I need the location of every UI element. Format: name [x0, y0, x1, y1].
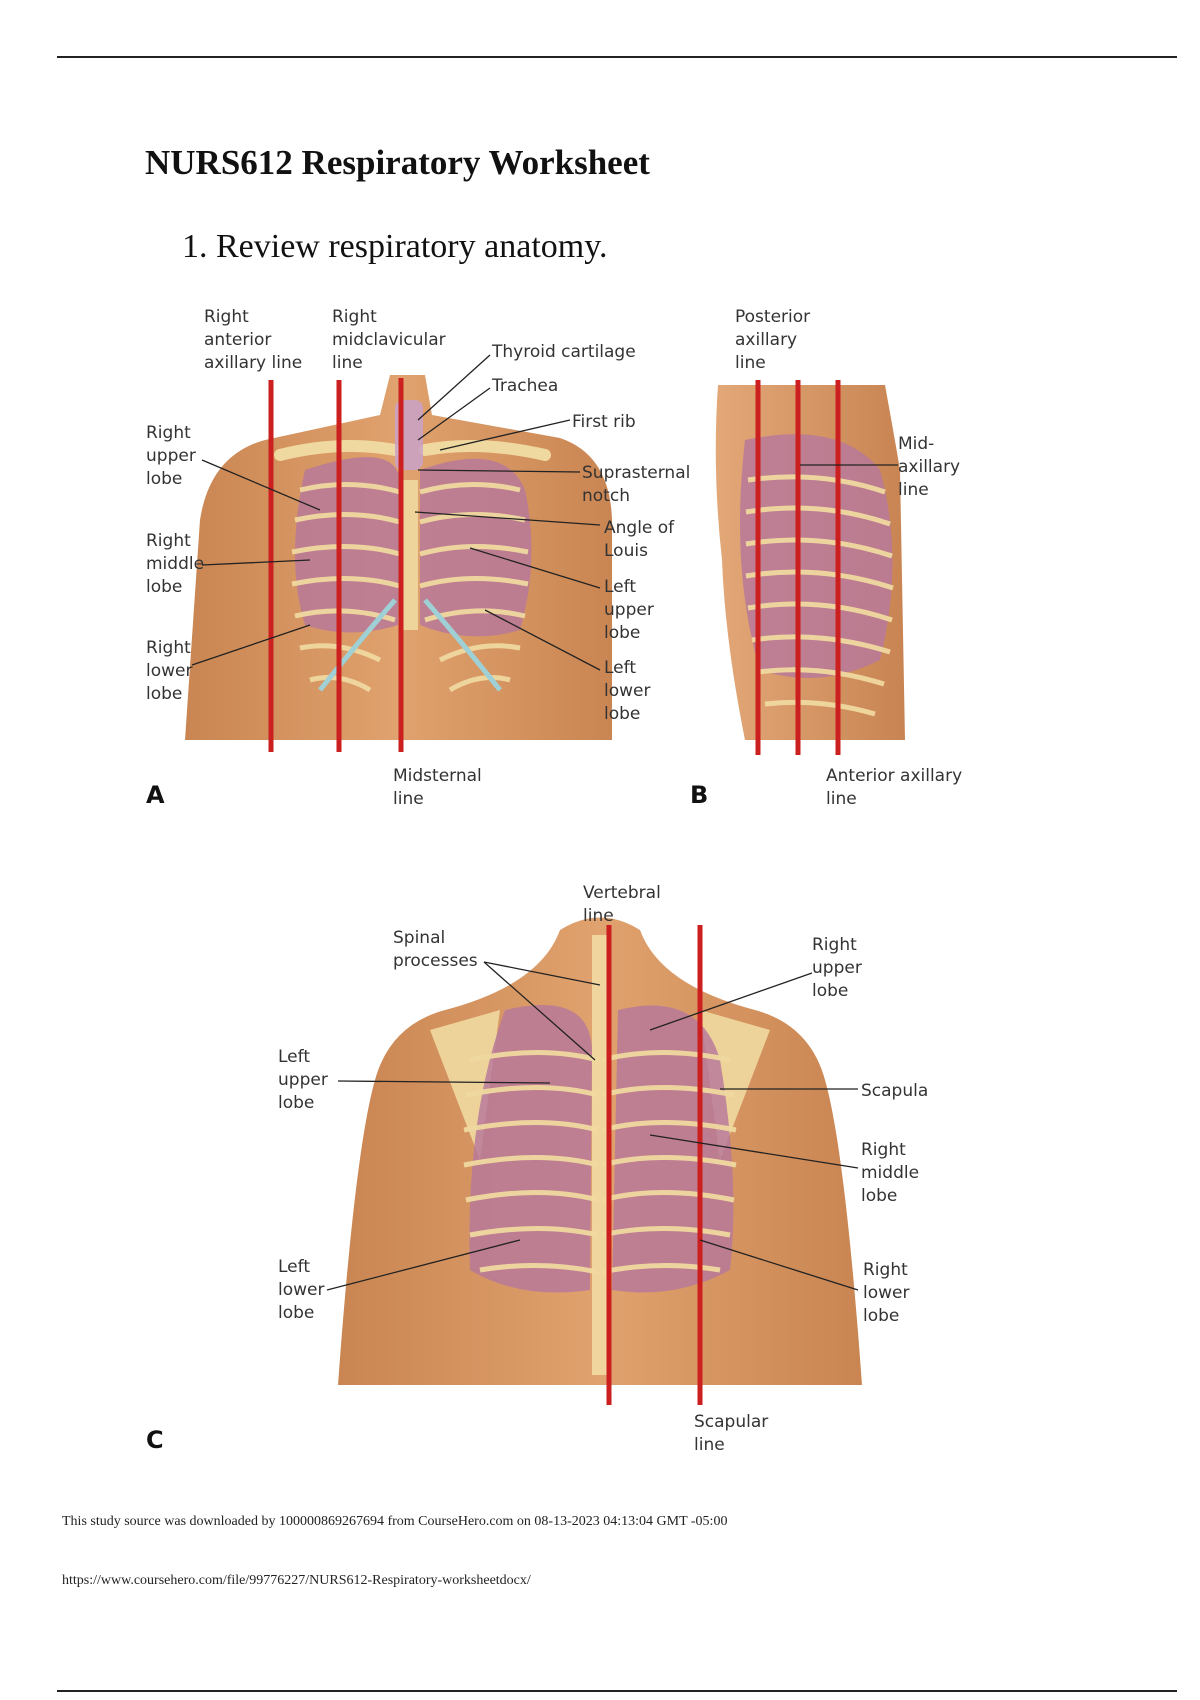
- document-title: NURS612 Respiratory Worksheet: [145, 143, 650, 182]
- costal-cartilage: [318, 598, 502, 692]
- label-thyroid-cartilage: Thyroid cartilage: [491, 342, 636, 362]
- label-right-lower-lobe-c: Right lower lobe: [863, 1260, 915, 1326]
- panel-letter-a: A: [146, 781, 165, 809]
- label-left-lower-lobe-c: Left lower lobe: [278, 1257, 330, 1323]
- label-right-upper-lobe-a: Right upper lobe: [146, 423, 201, 489]
- label-left-upper-lobe-a: Left upper lobe: [604, 577, 659, 643]
- posterior-right-lung-shape: [612, 1005, 734, 1293]
- label-midsternal-line: Midsternal line: [393, 766, 487, 809]
- lateral-chest-illustration: [715, 385, 905, 740]
- label-suprasternal-notch: Suprasternal notch: [582, 463, 696, 506]
- label-vertebral-line: Vertebral line: [583, 883, 666, 926]
- lateral-ribs: [745, 474, 894, 717]
- worksheet-item-1: 1. Review respiratory anatomy.: [182, 228, 608, 265]
- label-posterior-axillary-line: Posterior axillary line: [735, 307, 816, 373]
- label-anterior-axillary-line: Anterior axillary line: [826, 766, 968, 809]
- label-mid-axillary-line: Mid- axillary line: [898, 434, 966, 500]
- label-right-upper-lobe-c: Right upper lobe: [812, 935, 867, 1001]
- label-right-midclavicular-line: Right midclavicular line: [332, 307, 451, 373]
- posterior-left-lung-shape: [469, 1005, 592, 1293]
- vertebral-column: [592, 935, 610, 1375]
- label-spinal-processes: Spinal processes: [393, 928, 478, 971]
- label-right-lower-lobe-a: Right lower lobe: [146, 638, 198, 704]
- label-left-upper-lobe-c: Left upper lobe: [278, 1047, 333, 1113]
- figure-c-labels: Vertebral line Spinal processes Right up…: [146, 883, 928, 1455]
- posterior-ribs: [463, 1050, 737, 1275]
- label-right-middle-lobe-a: Right middle lobe: [146, 531, 209, 597]
- lateral-lung-shape: [740, 434, 893, 678]
- header-rule: [57, 56, 1177, 58]
- label-right-anterior-axillary-line: Right anterior axillary line: [204, 307, 302, 373]
- figure-b-labels: Posterior axillary line Mid- axillary li…: [690, 307, 968, 809]
- posterior-chest-illustration: [338, 917, 862, 1385]
- footer-rule: [57, 1690, 1177, 1692]
- label-right-middle-lobe-c: Right middle lobe: [861, 1140, 924, 1206]
- label-trachea: Trachea: [491, 376, 558, 396]
- label-angle-of-louis: Angle of Louis: [604, 518, 680, 561]
- label-scapula: Scapula: [861, 1081, 928, 1101]
- source-url: https://www.coursehero.com/file/99776227…: [62, 1573, 531, 1588]
- panel-letter-c: C: [146, 1426, 164, 1454]
- label-first-rib: First rib: [572, 412, 636, 432]
- label-left-lower-lobe-a: Left lower lobe: [604, 658, 656, 724]
- figure-a-labels: Right anterior axillary line Right midcl…: [146, 307, 696, 809]
- source-notice: This study source was downloaded by 1000…: [62, 1514, 728, 1529]
- panel-letter-b: B: [690, 781, 708, 809]
- anterior-ribs: [291, 481, 529, 693]
- label-scapular-line: Scapular line: [694, 1412, 774, 1455]
